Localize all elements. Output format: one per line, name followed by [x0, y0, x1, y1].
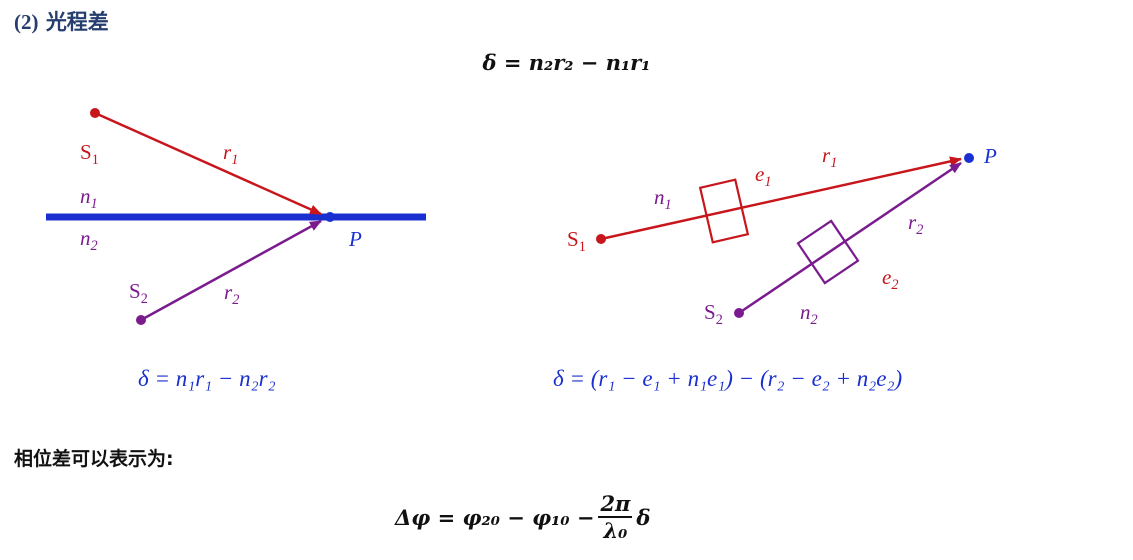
medium-e2	[796, 219, 860, 285]
source-s2-right	[734, 308, 744, 318]
label-r1-right: r1	[822, 143, 838, 171]
label-s1-right: S1	[567, 227, 586, 255]
section-heading: (2) 光程差	[14, 6, 109, 36]
ray-r2-right	[738, 161, 962, 315]
label-r1-left: r1	[223, 140, 239, 168]
source-s1-right	[596, 234, 606, 244]
section-number: (2)	[14, 10, 39, 34]
medium-e1	[698, 178, 750, 244]
label-n2-left: n2	[80, 226, 98, 254]
label-r2-left: r2	[224, 280, 240, 308]
label-s1-left: S1	[80, 140, 99, 168]
label-s2-left: S2	[129, 279, 148, 307]
fraction-numerator: 2π	[598, 492, 633, 519]
label-n1-left: n1	[80, 184, 98, 212]
label-r2-right: r2	[908, 210, 924, 238]
label-s2-right: S2	[704, 300, 723, 328]
ray-r1-right	[600, 156, 962, 241]
label-n1-right: n1	[654, 185, 672, 213]
phase-tail: δ	[636, 504, 651, 530]
phase-difference-equation: Δφ = φ₂₀ − φ₁₀ − 2π λ₀ δ	[395, 492, 650, 542]
label-e1-right: e1	[755, 162, 772, 190]
fraction-denominator: λ₀	[603, 518, 628, 544]
ray-r1-left	[94, 111, 322, 216]
caption-left: δ = n₁r₁ − n₂r₂	[138, 366, 276, 391]
section-title: 光程差	[45, 10, 109, 34]
label-e2-right: e2	[882, 265, 899, 293]
optical-path-difference-equation: δ = n₂r₂ − n₁r₁	[482, 50, 651, 75]
phase-difference-title: 相位差可以表示为:	[14, 448, 174, 470]
point-p-right	[964, 153, 974, 163]
source-s1-left	[90, 108, 100, 118]
phase-lhs: Δφ = φ₂₀ − φ₁₀ −	[395, 504, 595, 530]
label-n2-right: n2	[800, 300, 818, 328]
label-p-right: P	[984, 144, 997, 168]
caption-right: δ = (r₁ − e₁ + n₁e₁) − (r₂ − e₂ + n₂e₂)	[553, 366, 903, 391]
source-s2-left	[136, 315, 146, 325]
ray-r2-left	[140, 219, 322, 322]
fraction: 2π λ₀	[598, 492, 633, 544]
label-p-left: P	[349, 227, 362, 251]
point-p-left	[325, 212, 335, 222]
